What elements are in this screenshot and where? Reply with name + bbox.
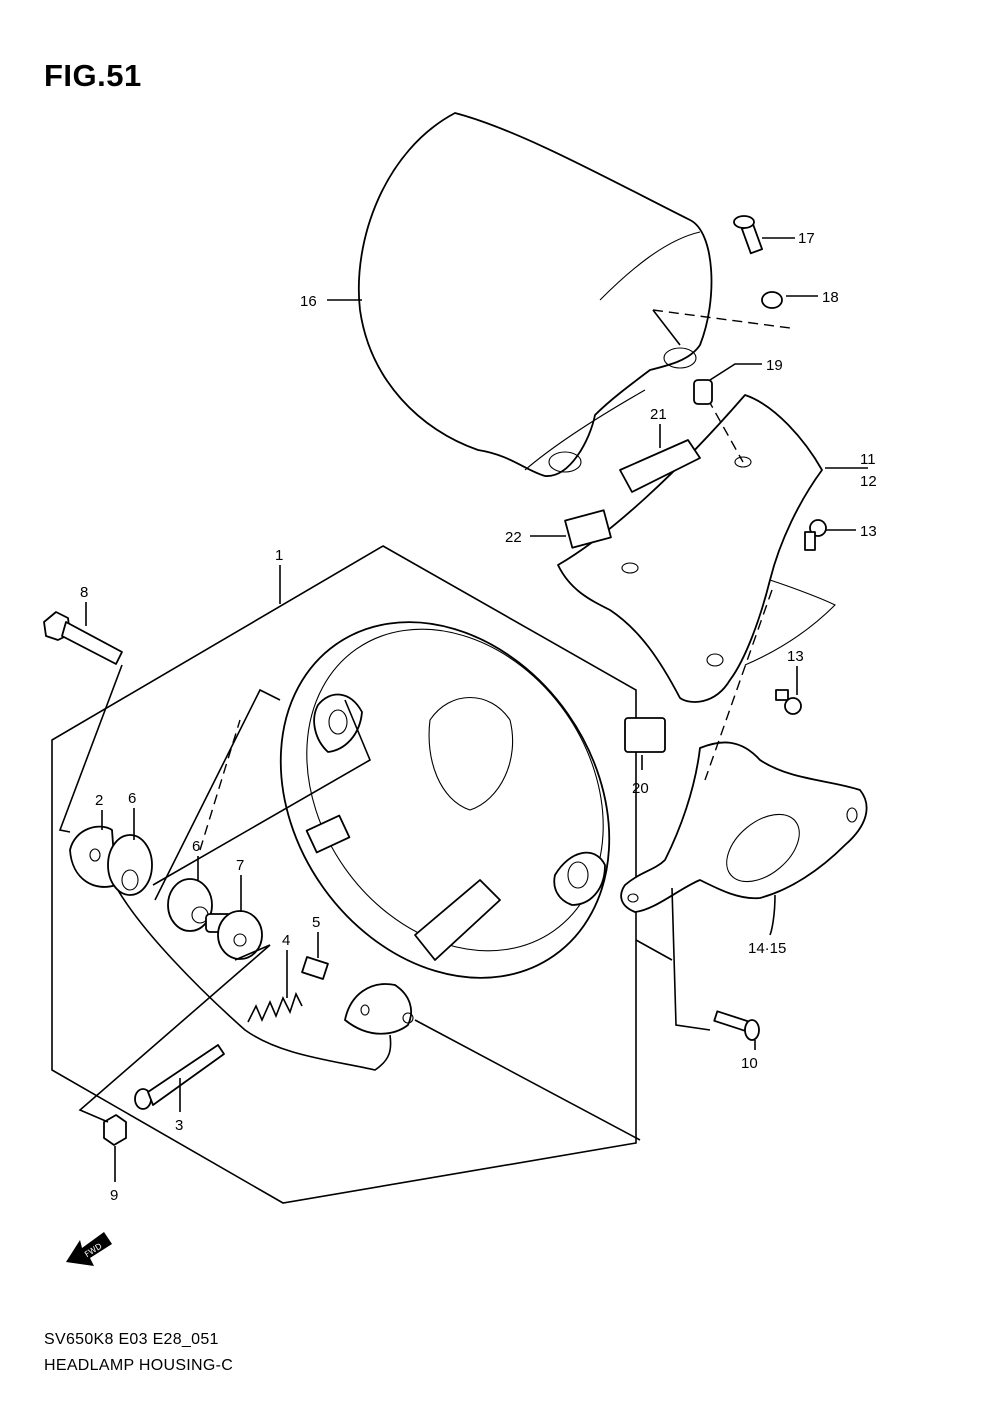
callout-6a: 6 [128,790,136,807]
callout-7: 7 [236,857,244,874]
adjuster-wire [114,884,392,1071]
callout-9: 9 [110,1187,118,1204]
part-6b-grommet [167,878,213,932]
plate-leader-lines [671,887,711,1031]
part-7-bushing [205,910,263,960]
callout-17: 17 [798,230,815,247]
callout-6b: 6 [192,838,200,855]
guide-line-housing-left [154,688,281,901]
footer-model-code: SV650K8 E03 E28_051 [44,1331,219,1348]
callout-12: 12 [860,473,877,490]
callout-13b: 13 [787,648,804,665]
part-3-adjuster-screw [134,1044,225,1110]
part-13b-screw [775,689,802,715]
callout-11: 11 [860,451,876,468]
guide-line-upper [152,699,372,886]
callout-13a: 13 [860,523,877,540]
callout-leaders [85,237,868,1182]
adjuster-bracket [344,983,414,1035]
callout-19: 19 [766,357,783,374]
part-4-spring [247,991,303,1023]
assembly-frame-hexagon [51,545,637,1204]
part-17-screw [733,215,763,255]
guide-line-bracket [414,1019,641,1141]
part-16-visor [358,112,791,477]
guide-dash-housing [199,719,241,851]
plate-to-frame-line [635,939,673,961]
headlamp-housing-shell [279,621,611,979]
callout-4: 4 [282,932,290,949]
callout-16: 16 [300,293,317,310]
part-14-15-mounting-plate [620,741,868,913]
figure-title: FIG.51 [44,58,142,93]
callout-8: 8 [80,584,88,601]
callout-18: 18 [822,289,839,306]
part-18-washer [761,291,783,309]
callout-5: 5 [312,914,320,931]
part-21-rubber-strip [619,439,701,493]
fwd-direction-badge: FWD [66,1232,112,1266]
part-19-collar [693,379,713,405]
callout-3: 3 [175,1117,183,1134]
part-11-12-headlamp-bracket [557,384,836,703]
callout-2: 2 [95,792,103,809]
part-8-bolt [43,611,123,665]
footer-description: HEADLAMP HOUSING-C [44,1357,234,1374]
callout-21: 21 [650,406,667,423]
guide-line-lower [78,944,271,1123]
part-6a-grommet [107,834,153,896]
callout-14-15: 14·15 [748,940,786,957]
part-13a-screw [804,519,827,551]
callout-22: 22 [505,529,522,546]
callout-20: 20 [632,780,649,797]
callout-1: 1 [275,547,283,564]
part-5-nut [301,956,329,980]
part-22-label [564,509,612,549]
part-20-cushion [624,717,666,753]
guide-line-bolt [58,664,123,833]
guide-dash-plate [704,589,773,781]
callout-10: 10 [741,1055,758,1072]
part-10-screw [713,1010,760,1041]
part-9-nut [103,1114,127,1146]
